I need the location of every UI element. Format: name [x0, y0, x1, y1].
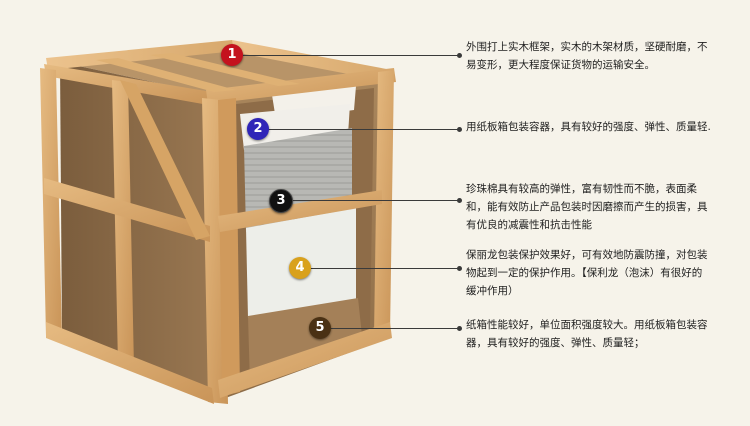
leader-line-4 — [310, 266, 462, 271]
wood-top-rail-front — [206, 68, 396, 104]
callout-text-1: 外围打上实木框架，实木的木架材质，坚硬耐磨，不易变形，更大程度保证货物的运输安全… — [466, 41, 708, 71]
leader-line-1 — [242, 53, 462, 58]
wood-left-bottom-rail — [46, 322, 214, 404]
callout-marker-1: 1 — [221, 44, 243, 66]
wood-right-inner-post — [218, 98, 240, 396]
callout-text-2: 用纸板箱包装容器，具有较好的强度、弹性、质量轻. — [466, 121, 711, 133]
leader-line-5 — [330, 326, 462, 331]
leader-line-2 — [268, 127, 462, 132]
leader-line-3 — [290, 198, 462, 203]
wood-top-batten-2 — [150, 53, 300, 86]
wood-left-mid-rail — [44, 178, 210, 242]
callout-marker-2: 2 — [247, 118, 269, 140]
wood-left-corner-post — [40, 68, 62, 340]
callout-text-3: 珍珠棉具有较高的弹性，富有韧性而不脆，表面柔和，能有效防止产品包装时因磨擦而产生… — [466, 183, 708, 231]
callout-text-5: 纸箱性能较好，单位面积强度较大。用纸板箱包装容器，具有较好的强度、弹性、质量轻； — [466, 319, 708, 349]
callout-marker-3: 3 — [269, 189, 293, 213]
wood-left-middle-post — [112, 80, 134, 368]
wood-right-corner-post — [374, 70, 394, 336]
box-left-side — [60, 62, 220, 400]
callout-text-4: 保丽龙包装保护效果好，可有效地防震防撞，对包装物起到一定的保护作用。【保利龙（泡… — [466, 249, 708, 297]
wood-top-batten-1 — [96, 58, 236, 92]
callout-marker-5: 5 — [309, 317, 331, 339]
wood-top-rail-back — [46, 40, 236, 70]
wood-left-diagonal-brace — [120, 80, 210, 240]
wood-top-rail-right — [232, 40, 392, 82]
wood-right-bottom-rail — [218, 322, 392, 398]
callout-marker-4: 4 — [289, 257, 311, 279]
